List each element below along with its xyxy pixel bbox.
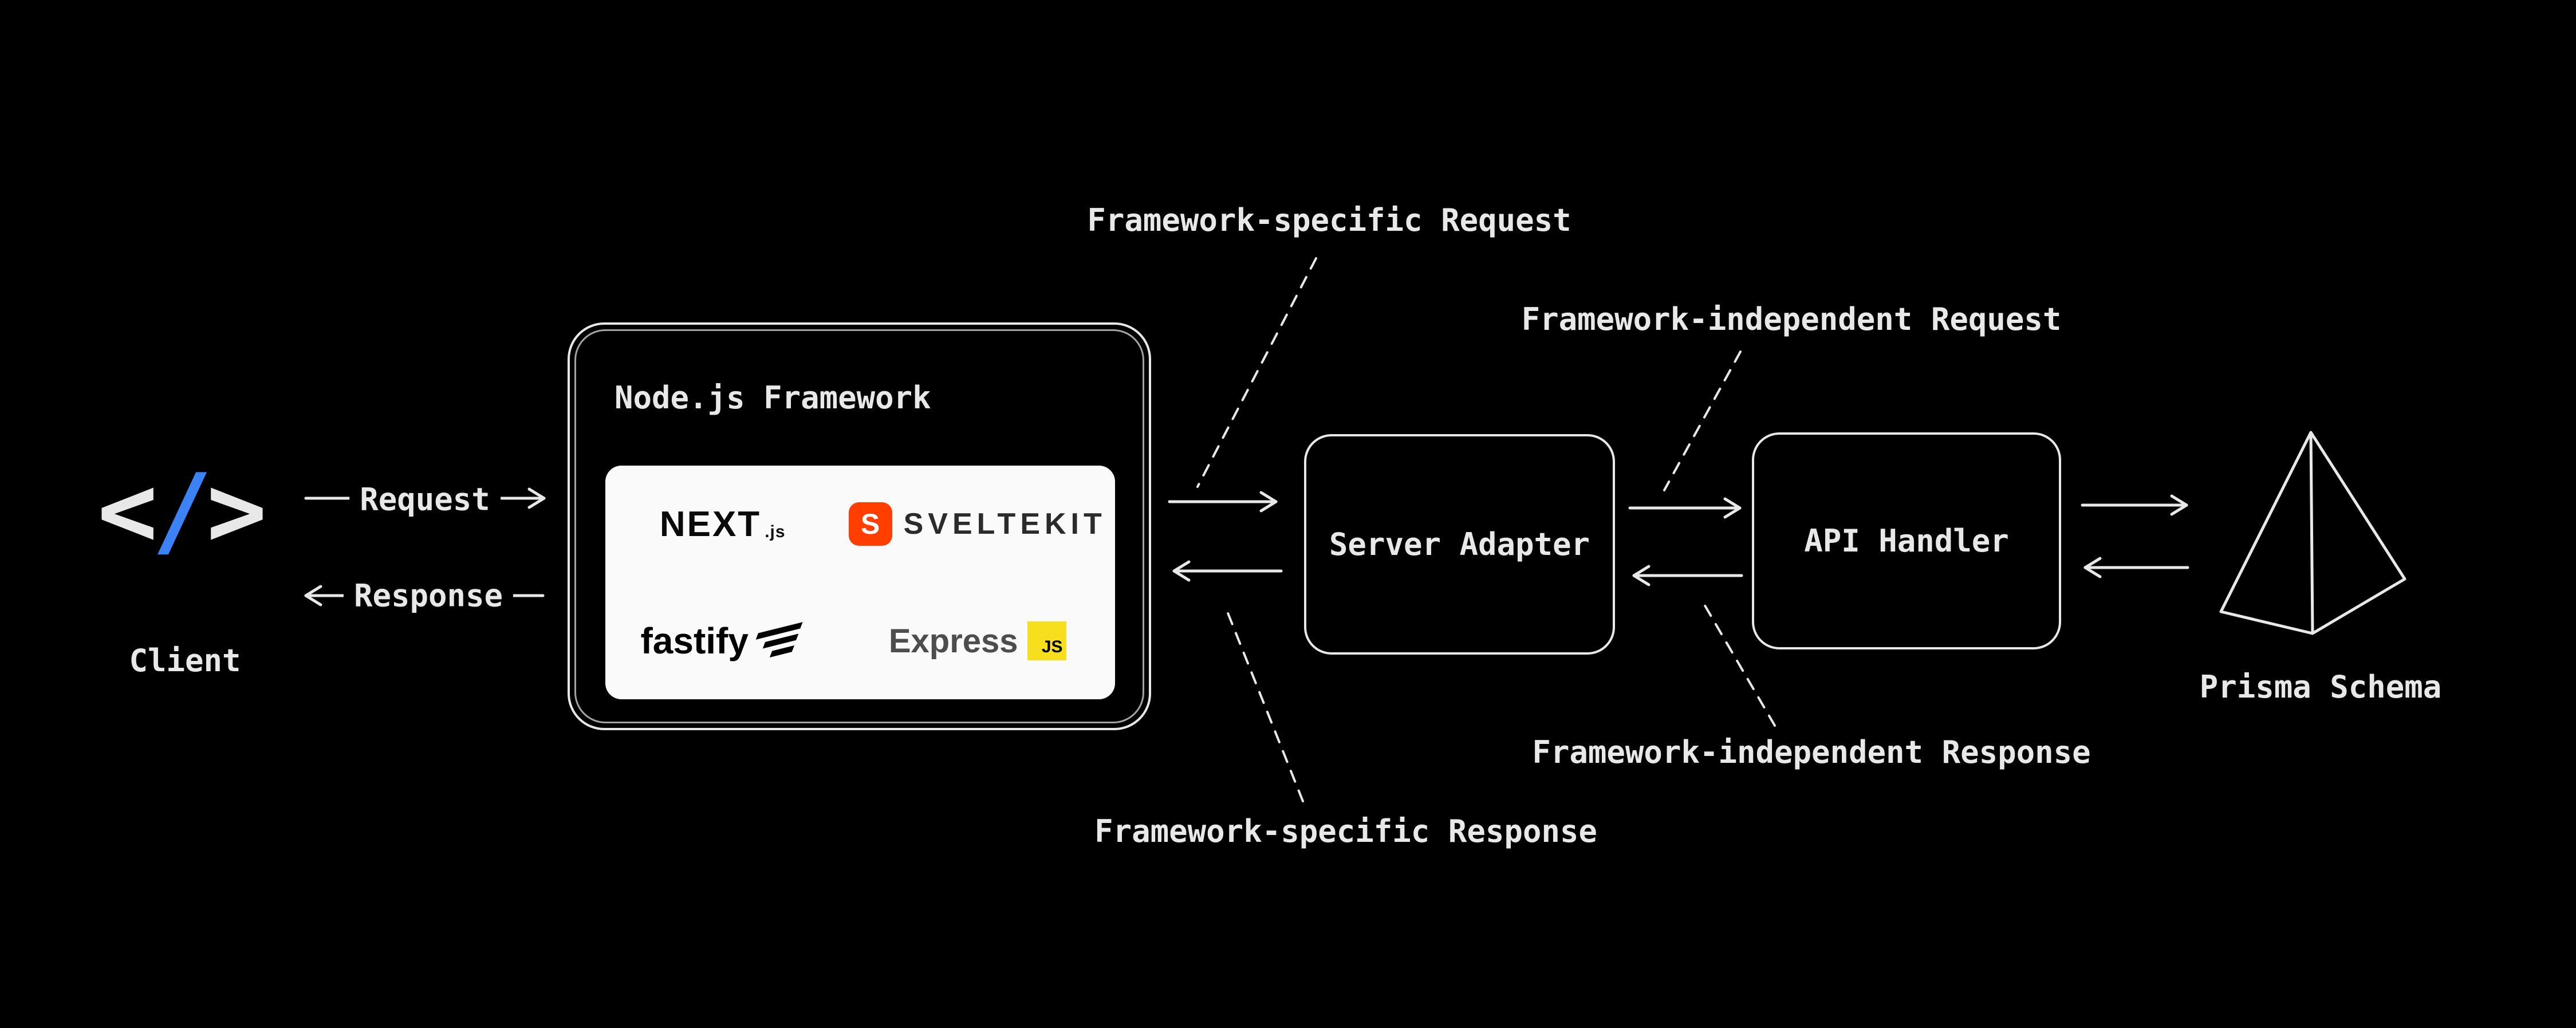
client-slash: / (152, 453, 212, 569)
fastify-logo-text: fastify (640, 620, 749, 661)
framework-box-title: Node.js Framework (615, 380, 931, 416)
api-handler-box: API Handler (1752, 432, 2061, 649)
framework-logo-card: NEXT .js S SVELTEKIT fastify Express JS (605, 466, 1115, 699)
client-bracket-right: > (206, 453, 267, 569)
response-label: Response (343, 577, 514, 614)
framework-specific-request-label: Framework-specific Request (1087, 202, 1571, 238)
svelte-icon: S (848, 502, 892, 546)
sveltekit-logo-text: SVELTEKIT (903, 507, 1106, 541)
fastify-bolt-icon (755, 622, 808, 659)
fi-request-connector (1663, 350, 1742, 491)
prisma-schema-label: Prisma Schema (2199, 669, 2442, 705)
framework-box: Node.js Framework NEXT .js S SVELTEKIT f… (568, 322, 1151, 730)
server-adapter-box: Server Adapter (1304, 434, 1615, 655)
nextjs-logo-text: NEXT (659, 504, 762, 544)
express-logo: Express JS (889, 621, 1066, 660)
nextjs-logo: NEXT .js (660, 504, 786, 545)
fs-request-connector (1196, 257, 1317, 488)
client-label: Client (129, 643, 241, 679)
fi-response-connector (1703, 602, 1776, 727)
framework-specific-response-label: Framework-specific Response (1094, 813, 1597, 849)
express-logo-text: Express (888, 622, 1018, 660)
client-bracket-left: < (97, 453, 157, 569)
sveltekit-logo: S SVELTEKIT (848, 502, 1106, 546)
framework-independent-request-label: Framework-independent Request (1521, 301, 2062, 337)
server-adapter-label: Server Adapter (1329, 526, 1590, 562)
fastify-logo: fastify (640, 620, 805, 662)
request-label: Request (349, 481, 501, 518)
api-handler-label: API Handler (1804, 523, 2009, 559)
nextjs-logo-suffix: .js (765, 522, 786, 541)
framework-independent-response-label: Framework-independent Response (1532, 734, 2091, 770)
express-js-badge: JS (1027, 621, 1066, 660)
fs-response-connector (1226, 611, 1304, 802)
prisma-logo-icon (2219, 431, 2406, 635)
client-code-icon: < / > (97, 451, 267, 572)
